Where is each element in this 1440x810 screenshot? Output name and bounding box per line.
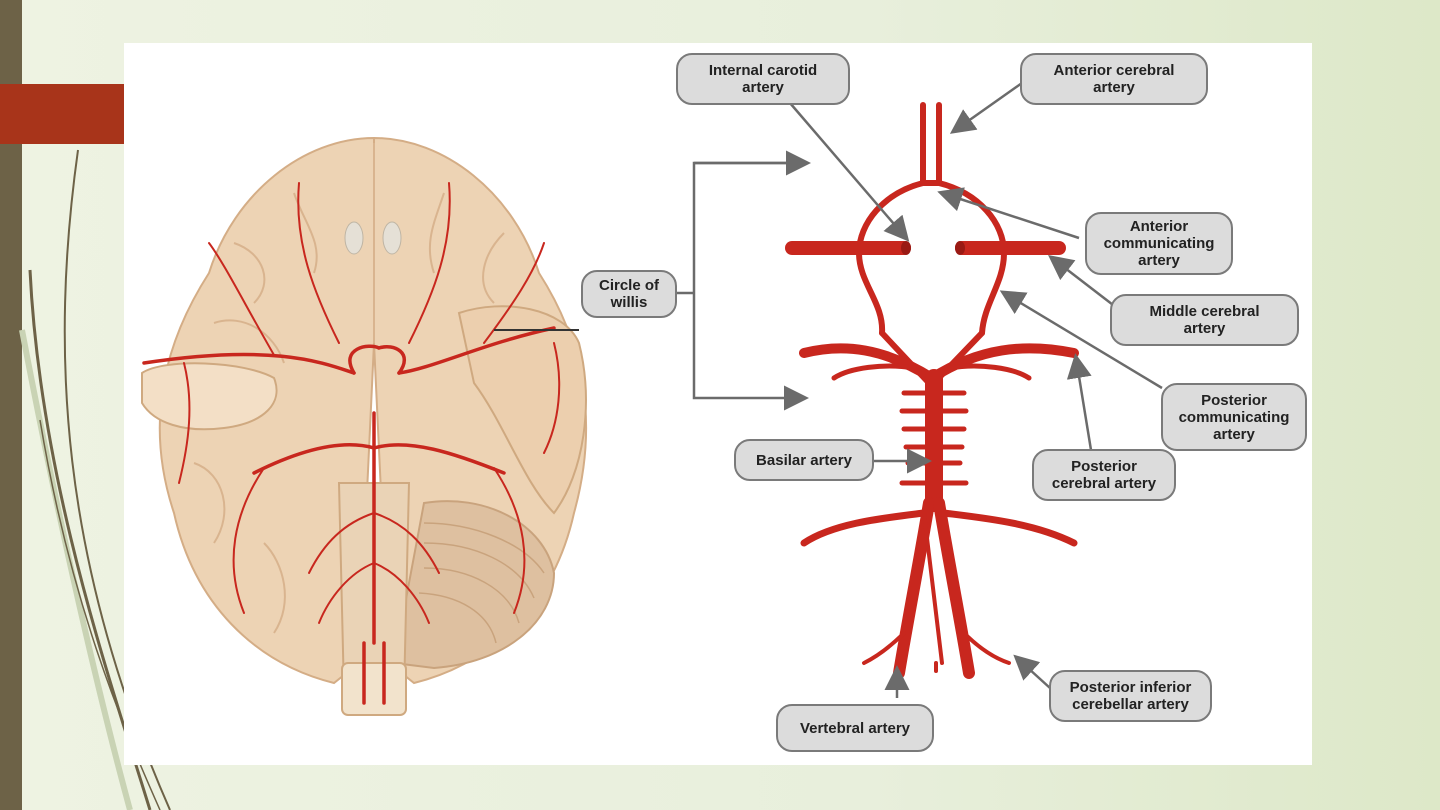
posterior-cerebral-left	[799, 343, 937, 383]
circle-left-arc	[855, 180, 926, 336]
label-circle-of-willis: Circle of willis	[581, 270, 677, 318]
label-internal-carotid-artery: Internal carotid artery	[676, 53, 850, 105]
brain-right-temporal	[457, 305, 587, 515]
circle-right-arc	[936, 180, 1008, 336]
spinal-cord-stub	[341, 662, 407, 716]
label-middle-cerebral-artery: Middle cerebral artery	[1110, 294, 1299, 346]
posterior-cerebral-right	[927, 343, 1079, 383]
diagram-panel: Internal carotid artery Anterior cerebra…	[124, 43, 1312, 765]
circle-of-willis-figure	[141, 81, 1163, 716]
leader-lines	[676, 81, 1163, 698]
circle-of-willis-bracket	[692, 161, 809, 411]
label-posterior-communicating-artery: Posterior communicating artery	[1161, 383, 1307, 451]
brain-illustration	[141, 136, 587, 716]
olfactory-bulb-right	[382, 221, 402, 255]
title-accent-tab	[0, 84, 124, 144]
vertebral-right	[933, 497, 975, 679]
artery-schematic	[785, 102, 1079, 679]
olfactory-bulb-left	[344, 221, 364, 255]
label-anterior-communicating-artery: Anterior communicating artery	[1085, 212, 1233, 275]
label-vertebral-artery: Vertebral artery	[776, 704, 934, 752]
label-posterior-inferior-cerebellar-artery: Posterior inferior cerebellar artery	[1049, 670, 1212, 722]
label-anterior-cerebral-artery: Anterior cerebral artery	[1020, 53, 1208, 105]
brain-cut-temporal	[141, 362, 278, 431]
label-posterior-cerebral-artery: Posterior cerebral artery	[1032, 449, 1176, 501]
sidebar-strip	[0, 0, 22, 810]
label-basilar-artery: Basilar artery	[734, 439, 874, 481]
